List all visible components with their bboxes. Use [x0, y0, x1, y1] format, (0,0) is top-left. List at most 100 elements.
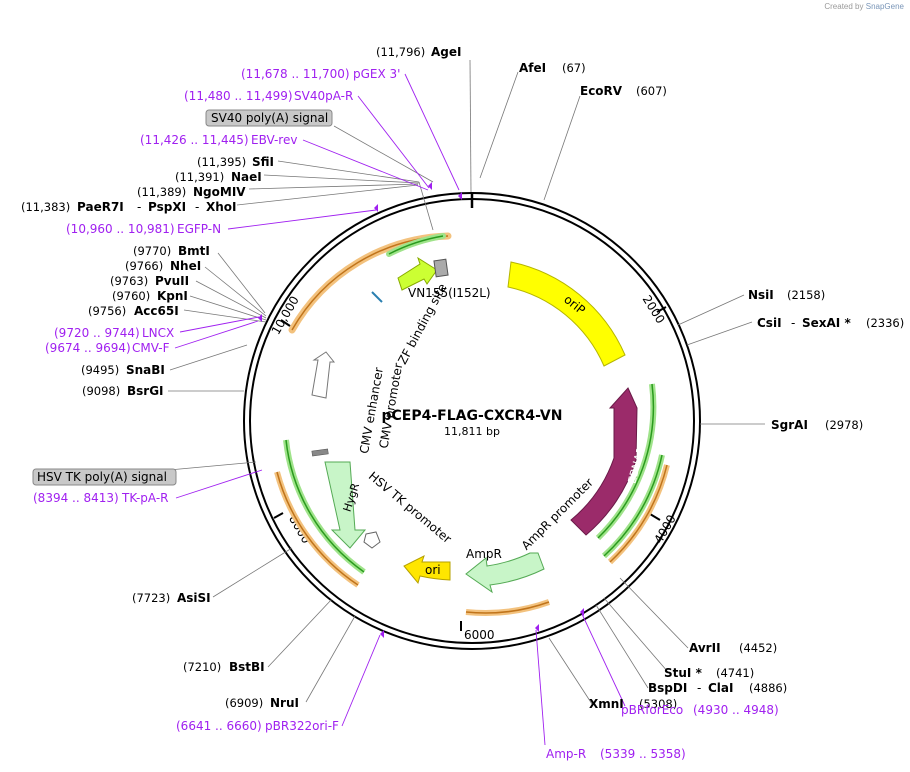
primer-EGFP-N-range: (10,960 .. 10,981) — [66, 222, 175, 236]
enzyme-XhoI: XhoI — [206, 200, 237, 214]
enzyme-CsiI-pos: (2336) — [866, 316, 904, 330]
enzyme-SgrAI-pos: (2978) — [825, 418, 863, 432]
primer-CMV-F: CMV-F — [132, 341, 170, 355]
plasmid-size: 11,811 bp — [444, 425, 500, 438]
plasmid-name: pCEP4-FLAG-CXCR4-VN — [381, 408, 562, 424]
enzyme-BmtI-pos: (9770) — [133, 244, 171, 258]
enzyme-AsiSI: AsiSI — [177, 591, 211, 605]
enzyme-PvuII-pos: (9763) — [110, 274, 148, 288]
CMV-enhancer-feature — [311, 351, 336, 399]
enzyme-SfiI: SfiI — [252, 155, 274, 169]
primer-lines — [174, 73, 626, 746]
snapgene-credit: Created by SnapGene — [824, 2, 904, 11]
enzyme-PspXI: PspXI — [148, 200, 186, 214]
primer-EGFP-N: EGFP-N — [177, 222, 221, 236]
enzyme-ClaI: ClaI — [708, 681, 733, 695]
orf-arc-left-green-line — [285, 439, 365, 573]
ZF-marker — [371, 291, 383, 303]
sv40-polyA-box — [205, 109, 333, 127]
primer-LNCX-range: (9720 .. 9744) — [54, 326, 140, 340]
tick-8000 — [273, 512, 284, 519]
EBNA1-feature — [570, 387, 638, 536]
hsv-tk-polyA-box — [32, 468, 177, 486]
primer-EBV-rev: EBV-rev — [251, 133, 297, 147]
enzyme-SgrAI: SgrAI — [771, 418, 808, 432]
enzyme-AgeI: AgeI — [431, 45, 461, 59]
ori-feature — [403, 555, 451, 585]
enzyme-NheI: NheI — [170, 259, 201, 273]
enzyme-ClaI-pos: (4886) — [749, 681, 787, 695]
enzyme-SfiI-pos: (11,395) — [197, 155, 246, 169]
hsv-tk-polyA-label: HSV TK poly(A) signal — [37, 470, 167, 484]
snapgene-logo: SnapGene — [865, 2, 904, 11]
primer-CMV-F-range: (9674 .. 9694) — [45, 341, 131, 355]
enzyme-SexAI: SexAI * — [802, 316, 851, 330]
tick-4000 — [649, 513, 661, 521]
AmpR-label: AmpR — [466, 547, 502, 561]
primer-SV40pA-R: SV40pA-R — [294, 89, 353, 103]
primer-marks — [258, 182, 584, 638]
enzyme-NheI-pos: (9766) — [125, 259, 163, 273]
enzyme-BstBI-pos: (7210) — [183, 660, 221, 674]
primer-Amp-R: Amp-R — [546, 747, 586, 761]
HSV-TK-promoter-label: HSV TK promoter — [366, 469, 454, 546]
HygR-feature — [324, 461, 367, 549]
enzyme-EcoRV: EcoRV — [580, 84, 623, 98]
primer-pBRforEco-range: (4930 .. 4948) — [693, 703, 779, 717]
AmpR-feature — [465, 552, 545, 594]
enzyme-NgoMIV-pos: (11,389) — [137, 185, 186, 199]
enzyme-StuI: StuI * — [664, 666, 703, 680]
primer-pGEX3-range: (11,678 .. 11,700) — [241, 67, 350, 81]
orf-arc-right-orange-line — [609, 464, 668, 563]
enzyme-NaeI-pos: (11,391) — [175, 170, 224, 184]
enzyme-BsrGI-pos: (9098) — [82, 384, 120, 398]
tick-10000 — [280, 319, 291, 327]
enzyme-StuI-pos: (4741) — [716, 666, 754, 680]
orf-arc-left-orange-line — [276, 471, 359, 586]
enzyme-KpnI-pos: (9760) — [112, 289, 150, 303]
HSV-TK-promoter-arrow — [363, 531, 381, 549]
orf-arc-top-green-line — [388, 235, 444, 255]
oriP-feature — [507, 261, 626, 367]
enzyme-NruI: NruI — [270, 696, 299, 710]
enzyme-AvrII-pos: (4452) — [739, 641, 777, 655]
enzyme-SnaBI-pos: (9495) — [81, 363, 119, 377]
gray-marker-left — [311, 448, 329, 457]
enzyme-PaeR7I: PaeR7I — [77, 200, 124, 214]
enzyme-AvrII: AvrII — [689, 641, 721, 655]
enzyme-NsiI: NsiI — [748, 288, 774, 302]
enzyme-NgoMIV: NgoMIV — [193, 185, 246, 199]
enzyme-sep-2: - — [697, 681, 701, 695]
tick-2000 — [656, 306, 667, 313]
VN155-feature — [397, 256, 438, 291]
enzyme-Acc65I-pos: (9756) — [88, 304, 126, 318]
enzyme-AfeI: AfeI — [519, 61, 546, 75]
enzyme-PaeR7I-pos: (11,383) — [21, 200, 70, 214]
primer-SV40pA-R-range: (11,480 .. 11,499) — [184, 89, 293, 103]
orf-arc-bottom-orange-line — [465, 601, 550, 614]
orf-arc-right-green2-line — [603, 454, 663, 557]
enzyme-PvuII: PvuII — [155, 274, 189, 288]
enzyme-BmtI: BmtI — [178, 244, 210, 258]
primer-pBR322ori-F: pBR322ori-F — [265, 719, 339, 733]
primer-TK-pA-R: TK-pA-R — [121, 491, 169, 505]
enzyme-BsrGI: BsrGI — [127, 384, 164, 398]
enzyme-AgeI-pos: (11,796) — [376, 45, 425, 59]
primer-Amp-R-range: (5339 .. 5358) — [600, 747, 686, 761]
primer-pGEX3: pGEX 3' — [353, 67, 400, 81]
primer-pBRforEco: pBRforEco — [621, 703, 683, 717]
enzyme-BspDI: BspDI — [648, 681, 687, 695]
leader-lines — [168, 59, 765, 705]
orf-arc-right-green-line — [597, 383, 655, 539]
enzyme-NaeI: NaeI — [231, 170, 262, 184]
enzyme-CsiI: CsiI — [757, 316, 782, 330]
primer-EBV-rev-range: (11,426 .. 11,445) — [140, 133, 249, 147]
enzyme-XmnI-pos: (5308) — [639, 697, 677, 711]
enzyme-NsiI-pos: (2158) — [787, 288, 825, 302]
ori-label: ori — [425, 563, 441, 577]
enzyme-sep-1: - — [791, 316, 795, 330]
enzyme-AsiSI-pos: (7723) — [132, 591, 170, 605]
enzyme-Acc65I: Acc65I — [134, 304, 179, 318]
enzyme-sep-3: - — [137, 200, 141, 214]
